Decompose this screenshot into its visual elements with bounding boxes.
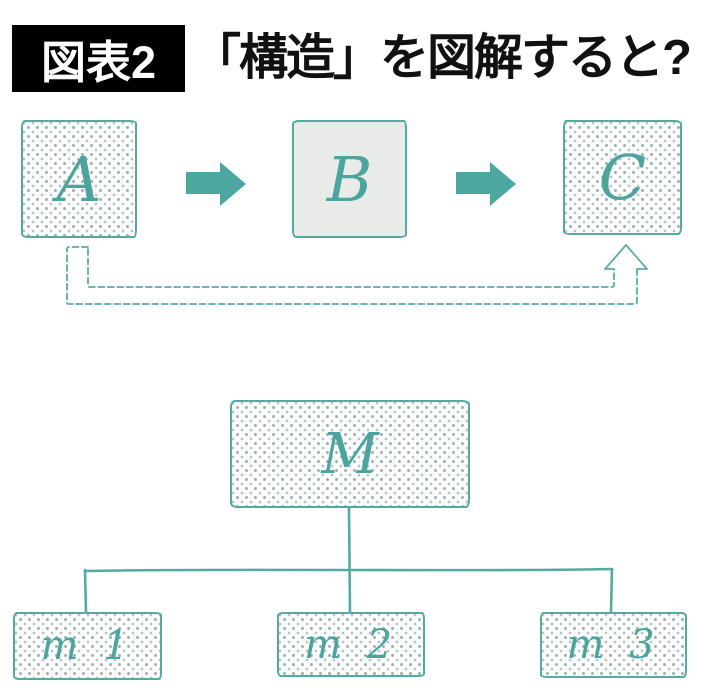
- arrow-b-to-c-icon: [456, 162, 516, 206]
- tree-horizontal-bar: [83, 567, 614, 573]
- tree-child-box-3: m 3: [540, 612, 687, 678]
- figure-badge: 図表2: [12, 25, 185, 92]
- feedback-arrow-a-to-c-icon: [66, 244, 648, 305]
- tree-child-box-1: m 1: [13, 612, 162, 680]
- tree-root-box: M: [230, 400, 470, 508]
- tree-root-drop-line: [347, 506, 352, 614]
- tree-stub-m1: [83, 568, 88, 614]
- tree-child-label-3: m 3: [566, 622, 661, 668]
- node-a-label: A: [56, 142, 102, 216]
- tree-stub-m3: [609, 567, 614, 614]
- node-b-box: B: [292, 120, 407, 238]
- tree-root-label: M: [321, 421, 379, 487]
- node-c-label: C: [598, 141, 647, 214]
- figure-title: 「構造」を図解すると?: [192, 31, 692, 85]
- tree-connector: [83, 506, 614, 614]
- figure-badge-label: 図表2: [40, 37, 157, 88]
- tree-child-label-1: m 1: [40, 623, 135, 669]
- tree-child-label-2: m 2: [303, 621, 399, 668]
- tree-child-box-2: m 2: [277, 612, 425, 677]
- feedback-arrow-outer-path: [66, 246, 638, 305]
- feedback-arrow-head: [604, 244, 648, 270]
- node-b-label: B: [326, 142, 373, 216]
- node-c-box: C: [563, 120, 682, 235]
- feedback-arrow-inner-path: [87, 248, 615, 288]
- arrow-a-to-b-icon: [186, 162, 246, 206]
- node-a-box: A: [21, 120, 137, 238]
